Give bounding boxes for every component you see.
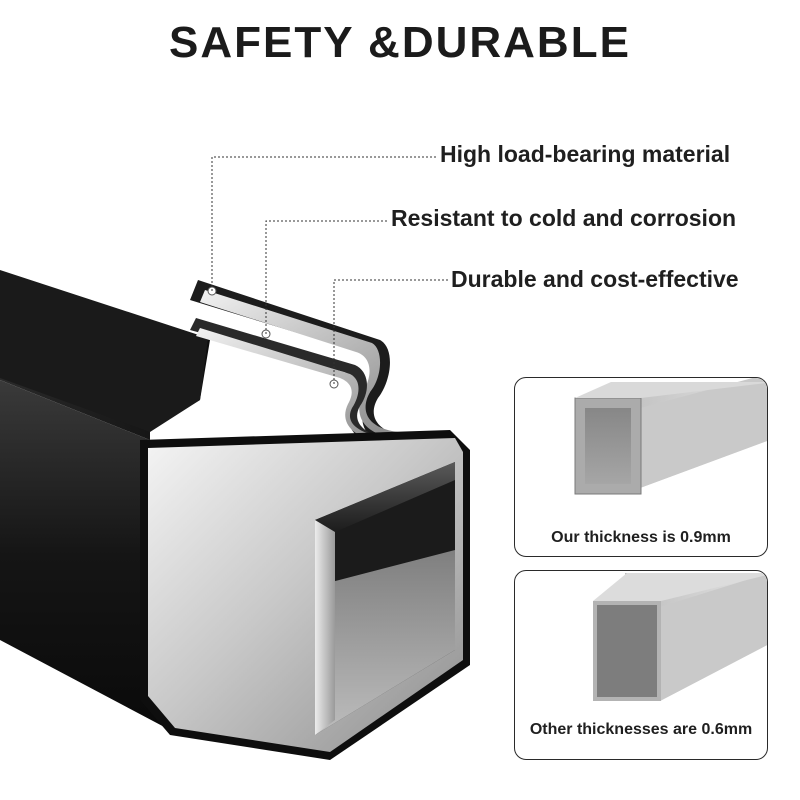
thick-tube-icon xyxy=(574,378,767,495)
our-thickness-caption: Our thickness is 0.9mm xyxy=(551,529,731,546)
callout-cold-corrosion: Resistant to cold and corrosion xyxy=(391,205,737,231)
callout-durable-cost: Durable and cost-effective xyxy=(451,266,739,292)
our-thickness-card: Our thickness is 0.9mm xyxy=(514,377,768,557)
black-tube-body xyxy=(0,270,210,730)
headline-title: SAFETY &DURABLE xyxy=(169,18,631,67)
peeled-layers xyxy=(190,280,440,452)
callout-load-bearing: High load-bearing material xyxy=(440,141,731,167)
thin-tube-icon xyxy=(593,573,767,701)
callout-leaders xyxy=(211,156,449,384)
other-thickness-card: Other thicknesses are 0.6mm xyxy=(514,570,768,760)
other-thickness-caption: Other thicknesses are 0.6mm xyxy=(529,721,753,738)
tube-cross-section xyxy=(140,430,470,760)
